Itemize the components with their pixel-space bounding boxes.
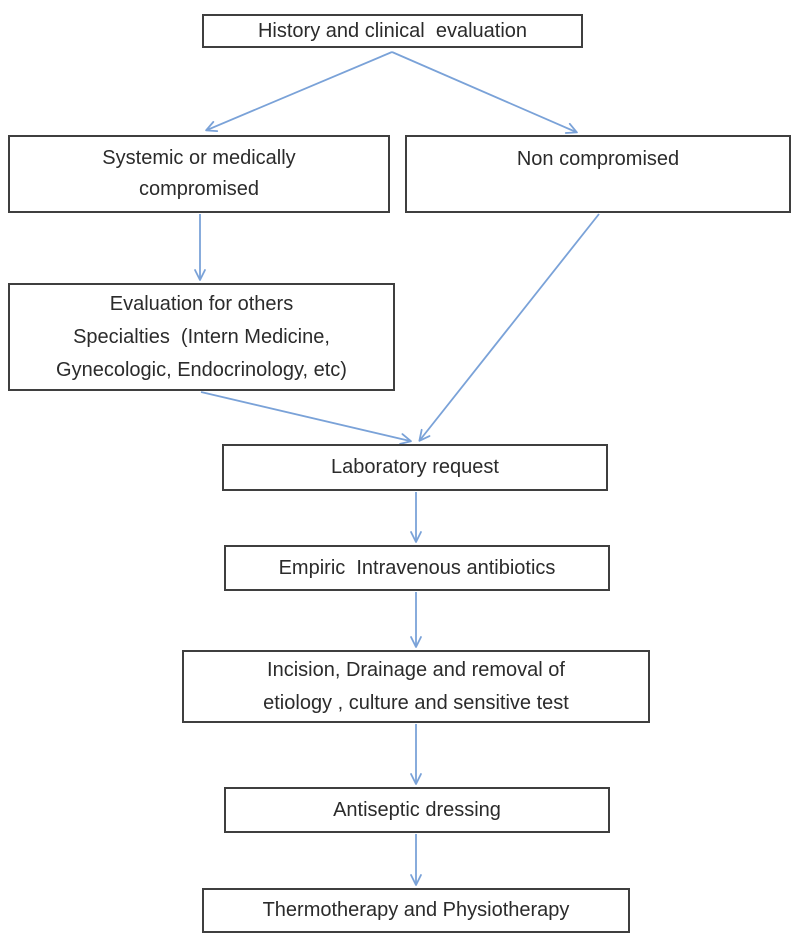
- node-empiric-antibiotics: Empiric Intravenous antibiotics: [224, 545, 610, 591]
- node-history: History and clinical evaluation: [202, 14, 583, 48]
- edge-history-to-non-compromised: [391, 51, 578, 134]
- node-non-compromised: Non compromised: [405, 135, 791, 213]
- node-thermotherapy-physiotherapy: Thermotherapy and Physiotherapy: [202, 888, 630, 933]
- node-systemic-compromised-label: Systemic or medically compromised: [102, 147, 296, 200]
- node-evaluation-specialties: Evaluation for others Specialties (Inter…: [8, 283, 395, 391]
- node-incision-drainage: Incision, Drainage and removal of etiolo…: [182, 650, 650, 723]
- node-laboratory-request-label: Laboratory request: [331, 456, 499, 478]
- node-systemic-compromised: Systemic or medically compromised: [8, 135, 390, 213]
- edge-history-to-systemic: [205, 51, 393, 133]
- node-history-label: History and clinical evaluation: [257, 19, 528, 42]
- edge-non-compromised-to-laboratory: [418, 213, 600, 442]
- node-evaluation-specialties-label: Evaluation for others Specialties (Inter…: [56, 292, 347, 381]
- node-non-compromised-label: Non compromised: [516, 148, 680, 170]
- edge-evaluation-to-laboratory: [200, 391, 412, 445]
- node-antiseptic-dressing-label: Antiseptic dressing: [333, 798, 501, 821]
- node-laboratory-request: Laboratory request: [222, 444, 608, 491]
- node-antiseptic-dressing: Antiseptic dressing: [224, 787, 610, 833]
- node-empiric-antibiotics-label: Empiric Intravenous antibiotics: [278, 556, 556, 579]
- node-incision-drainage-label: Incision, Drainage and removal of etiolo…: [263, 658, 569, 714]
- node-thermotherapy-physiotherapy-label: Thermotherapy and Physiotherapy: [262, 899, 570, 921]
